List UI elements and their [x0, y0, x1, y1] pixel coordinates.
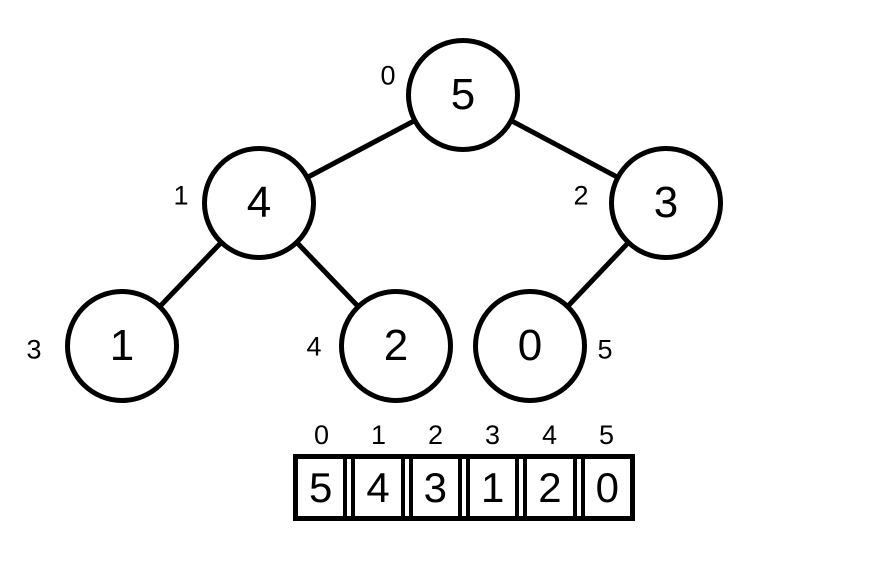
- array-cell: 5: [298, 459, 348, 516]
- array-cell: 3: [408, 459, 462, 516]
- array-cell: 1: [465, 459, 520, 516]
- tree-node: 5: [406, 38, 520, 152]
- array-index-label: 5: [598, 420, 615, 450]
- tree-node: 0: [473, 289, 587, 403]
- tree-node: 1: [65, 289, 179, 403]
- tree-node-value: 2: [383, 321, 409, 370]
- tree-node-index-label: 2: [573, 180, 589, 211]
- array-index-label: 4: [541, 420, 558, 450]
- tree-node-value: 1: [109, 321, 135, 370]
- tree-node-index-label: 0: [380, 60, 396, 91]
- tree-node-value: 4: [246, 178, 272, 227]
- array-cell: 2: [523, 459, 577, 516]
- tree-node: 4: [202, 146, 316, 260]
- array-index-label: 3: [484, 420, 501, 450]
- array-index-label: 2: [427, 420, 444, 450]
- array-index-label: 0: [313, 420, 330, 450]
- tree-node-value: 3: [653, 178, 679, 227]
- tree-node-index-label: 4: [306, 331, 322, 362]
- tree-node-index-label: 3: [26, 334, 42, 365]
- array-index-row: 0 1 2 3 4 5: [293, 422, 635, 449]
- tree-node: 3: [609, 146, 723, 260]
- tree-node-value: 5: [450, 70, 476, 119]
- heap-array: 5 4 3 1 2 0: [293, 454, 635, 521]
- tree-node: 2: [339, 289, 453, 403]
- array-cell: 4: [351, 459, 405, 516]
- array-cell: 0: [580, 459, 630, 516]
- tree-node-index-label: 1: [173, 180, 189, 211]
- tree-node-value: 0: [517, 321, 543, 370]
- array-index-label: 1: [370, 420, 387, 450]
- tree-node-index-label: 5: [597, 334, 613, 365]
